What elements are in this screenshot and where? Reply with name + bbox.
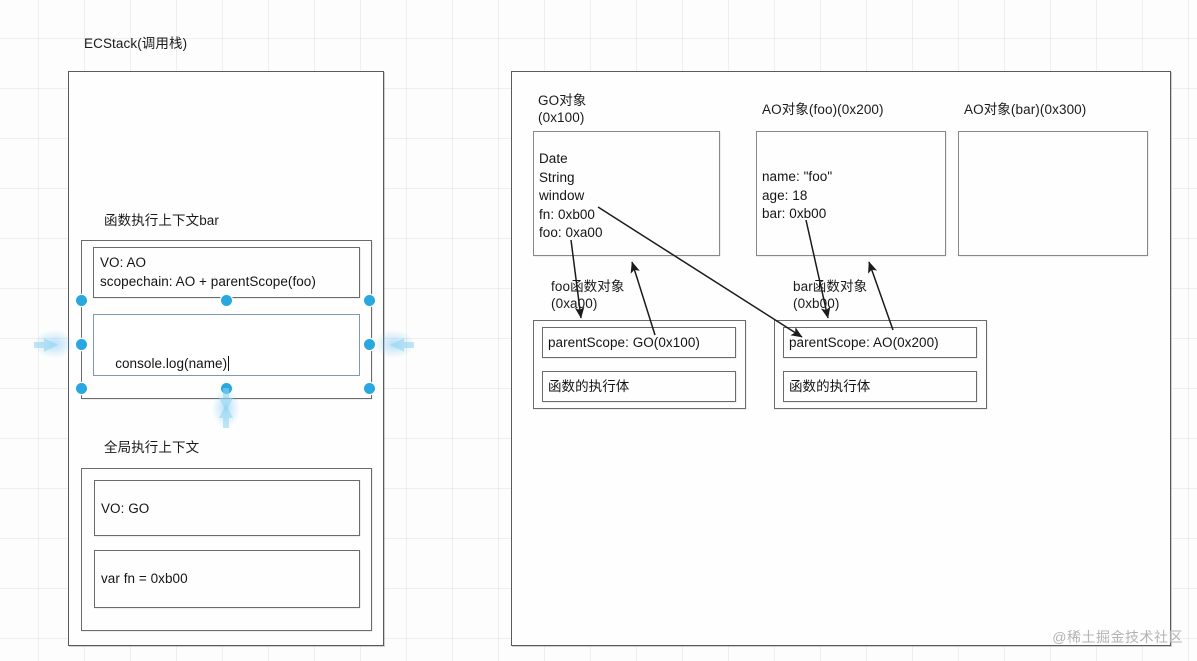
- console-log-row[interactable]: [93, 314, 360, 376]
- watermark: @稀土掘金技术社区: [1052, 629, 1183, 645]
- bar-vo-text: VO: AO scopechain: AO + parentScope(foo): [100, 255, 316, 289]
- bar-func-parentscope-row[interactable]: [783, 327, 977, 358]
- selection-handle-w[interactable]: [76, 339, 87, 350]
- selection-handle-sw[interactable]: [76, 383, 87, 394]
- console-log-value: console.log(name): [115, 355, 228, 371]
- foo-func-parentscope-text: parentScope: GO(0x100): [548, 335, 700, 350]
- global-context-label: 全局执行上下文: [104, 440, 200, 455]
- foo-func-body-text: 函数的执行体: [548, 379, 630, 394]
- console-log-text: console.log(name): [100, 336, 356, 392]
- bar-func-caption: bar函数对象 (0xb00): [793, 279, 868, 311]
- ao-foo-body: name: "foo" age: 18 bar: 0xb00: [762, 169, 833, 221]
- foo-func-body-row[interactable]: [542, 371, 736, 402]
- bar-context-label: 函数执行上下文bar: [104, 213, 220, 228]
- selection-handle-nw[interactable]: [76, 295, 87, 306]
- bar-func-body-text: 函数的执行体: [789, 379, 871, 394]
- bar-func-parentscope-text: parentScope: AO(0x200): [789, 335, 939, 350]
- global-varfn-text: var fn = 0xb00: [101, 571, 188, 586]
- global-varfn-row[interactable]: [94, 550, 360, 608]
- global-vo-text: VO: GO: [101, 501, 150, 516]
- ecstack-title: ECStack(调用栈): [84, 36, 188, 51]
- selection-handle-n[interactable]: [221, 295, 232, 306]
- text-caret: [228, 355, 230, 371]
- go-object-caption: GO对象 (0x100): [538, 93, 587, 125]
- foo-func-caption: foo函数对象 (0xa00): [551, 279, 625, 311]
- ao-foo-caption: AO对象(foo)(0x200): [762, 102, 884, 117]
- go-object-body: Date String window fn: 0xb00 foo: 0xa00: [539, 151, 603, 240]
- global-vo-row[interactable]: [94, 480, 360, 536]
- selection-handle-ne[interactable]: [364, 295, 375, 306]
- selection-handle-e[interactable]: [364, 339, 375, 350]
- ao-bar-caption: AO对象(bar)(0x300): [964, 102, 1087, 117]
- selection-handle-s[interactable]: [221, 383, 232, 394]
- bar-func-body-row[interactable]: [783, 371, 977, 402]
- selection-handle-se[interactable]: [364, 383, 375, 394]
- ao-bar-box[interactable]: [958, 131, 1148, 256]
